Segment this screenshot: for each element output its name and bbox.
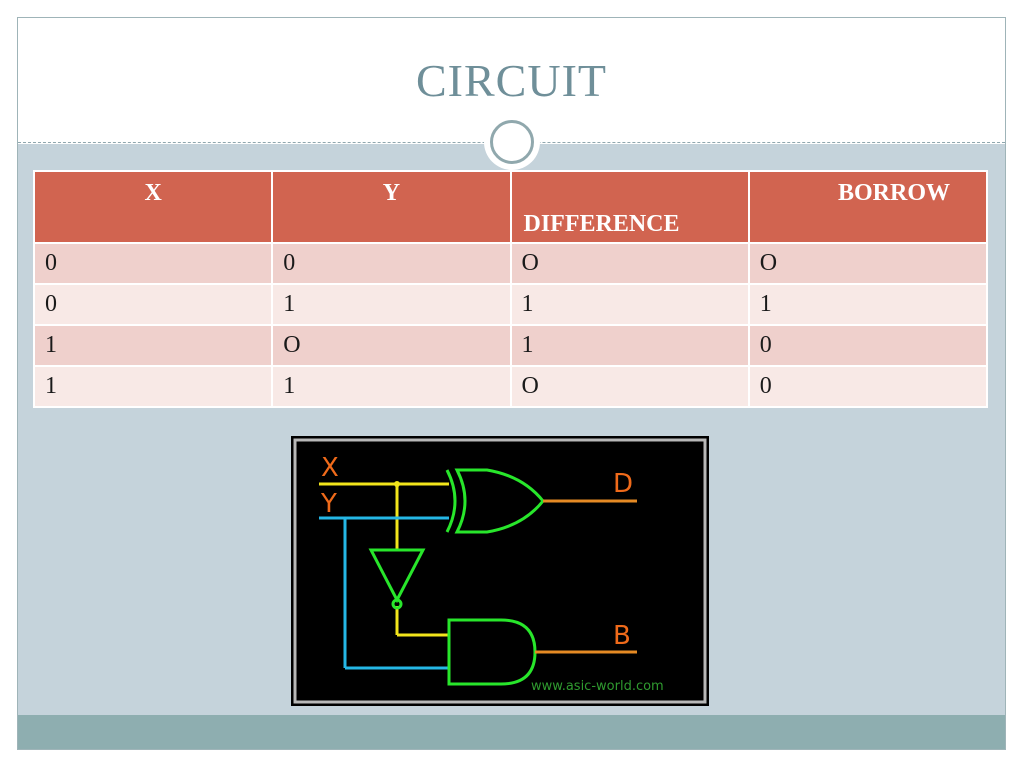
header-label: DIFFERENCE: [523, 211, 680, 237]
half-subtractor-circuit: X Y D B www.asic-world.com: [291, 436, 709, 706]
header-label: X: [144, 180, 162, 206]
circuit-diagram-image: X Y D B www.asic-world.com: [291, 436, 709, 706]
table-cell: 0: [747, 365, 989, 408]
and-gate: [447, 618, 537, 686]
table-cell: 1: [271, 283, 512, 326]
header-row: X Y DIFFERENCE BORROW: [32, 170, 989, 244]
slide: CIRCUIT X Y DIFFERENCE BORROW 0 0 O O: [17, 17, 1006, 750]
table-row: 0 1 1 1: [32, 283, 989, 326]
header-cell-x: X: [32, 170, 274, 244]
table-cell: 0: [271, 242, 512, 285]
label-x: X: [321, 453, 339, 483]
header-label: Y: [382, 180, 401, 206]
table-cell: 1: [271, 365, 512, 408]
truth-table: X Y DIFFERENCE BORROW 0 0 O O 0 1 1 1: [32, 170, 989, 408]
header-cell-y: Y: [271, 170, 512, 244]
circuit-frame: [293, 438, 707, 704]
circle-ornament-icon: [490, 120, 534, 164]
table-cell: 1: [509, 324, 750, 367]
table-cell: 1: [747, 283, 989, 326]
watermark: www.asic-world.com: [531, 679, 664, 694]
label-y: Y: [320, 489, 337, 519]
header-cell-borrow: BORROW: [747, 170, 989, 244]
footer-band: [18, 715, 1005, 749]
slide-title: CIRCUIT: [416, 55, 607, 106]
label-d: D: [613, 469, 633, 499]
table-cell: O: [747, 242, 989, 285]
not-gate: [368, 548, 426, 610]
header-cell-difference: DIFFERENCE: [509, 170, 750, 244]
table-cell: O: [509, 365, 750, 408]
xor-gate: [445, 468, 545, 534]
label-b: B: [613, 621, 631, 651]
table-cell: 1: [32, 365, 274, 408]
table-row: 0 0 O O: [32, 242, 989, 285]
y-wire: [319, 516, 449, 670]
circuit-background: [291, 436, 709, 706]
table-cell: 0: [32, 242, 274, 285]
x-junction-dot: [394, 481, 400, 487]
x-wire: [319, 482, 449, 637]
header-label: BORROW: [837, 180, 950, 206]
table-cell: 0: [32, 283, 274, 326]
table-row: 1 O 1 0: [32, 324, 989, 367]
table-row: 1 1 O 0: [32, 365, 989, 408]
table-cell: O: [271, 324, 512, 367]
table-cell: 0: [747, 324, 989, 367]
table-cell: O: [509, 242, 750, 285]
table-cell: 1: [32, 324, 274, 367]
table-cell: 1: [509, 283, 750, 326]
